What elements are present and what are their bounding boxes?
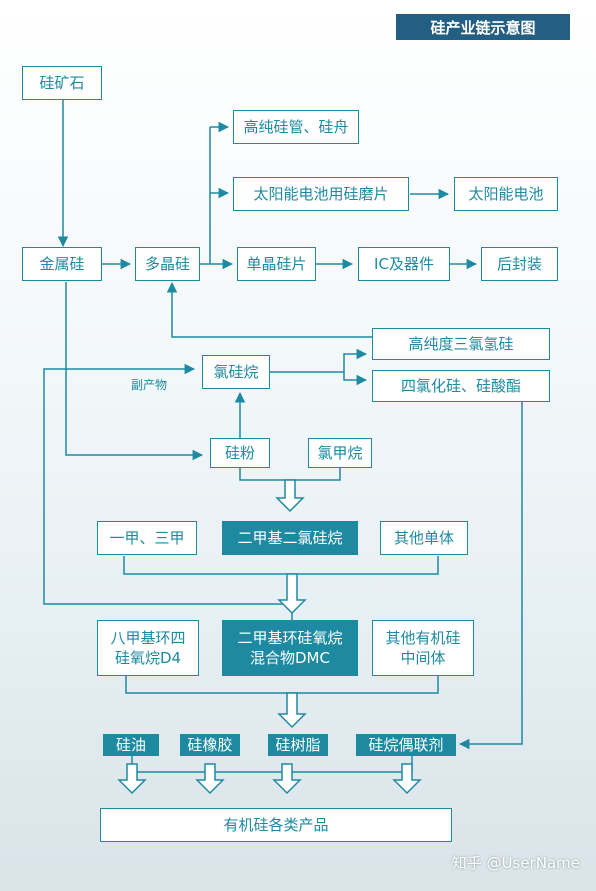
page-title: 硅产业链示意图	[396, 14, 570, 40]
hollow-arrow-reactants	[275, 479, 305, 513]
hollow-arrow-rubber	[195, 763, 225, 795]
node-other-intermediate: 其他有机硅 中间体	[372, 620, 474, 676]
hollow-arrow-oil	[117, 763, 147, 795]
node-sicl4: 四氯化硅、硅酸酯	[372, 370, 550, 402]
node-dmc: 二甲基环硅氧烷 混合物DMC	[222, 620, 358, 676]
node-metal-si: 金属硅	[22, 247, 102, 281]
arrow-sicl4-coupling	[458, 402, 523, 750]
node-mono-tri: 一甲、三甲	[97, 521, 197, 555]
connector-products	[131, 755, 413, 773]
connector-monomers	[123, 556, 439, 575]
node-dmdcs: 二甲基二氯硅烷	[222, 521, 358, 555]
node-ic: IC及器件	[358, 247, 450, 281]
byproduct-label: 副产物	[131, 378, 168, 392]
hollow-arrow-intermediates	[277, 692, 307, 729]
node-chloromethane: 氯甲烷	[308, 438, 372, 468]
watermark: 知乎 @UserName	[451, 854, 580, 872]
node-silicone-oil: 硅油	[103, 734, 159, 756]
arrow-metal-powder	[65, 282, 204, 461]
node-chlorosilane: 氯硅烷	[202, 355, 270, 389]
node-silicone-resin: 硅树脂	[268, 734, 328, 756]
arrow-tcs-poly	[166, 281, 372, 338]
hollow-arrow-monomers	[277, 573, 307, 615]
node-other-monomer: 其他单体	[380, 521, 468, 555]
hollow-arrow-resin	[272, 763, 302, 795]
hollow-arrow-coupling	[392, 763, 422, 795]
node-products: 有机硅各类产品	[100, 808, 452, 842]
node-silane-coupling: 硅烷偶联剂	[356, 734, 456, 756]
node-d4: 八甲基环四 硅氧烷D4	[97, 620, 199, 676]
node-solar-cell: 太阳能电池	[454, 177, 558, 211]
connector-intermediates	[125, 676, 439, 694]
node-poly-si: 多晶硅	[135, 247, 200, 281]
node-ore: 硅矿石	[22, 66, 102, 100]
arrow-byproduct	[43, 363, 293, 620]
arrow-chlorosilane-tcs	[343, 348, 368, 372]
node-si-powder: 硅粉	[210, 438, 270, 468]
node-packaging: 后封装	[481, 247, 558, 281]
node-mono-wafer: 单晶硅片	[237, 247, 316, 281]
node-silicone-rubber: 硅橡胶	[180, 734, 240, 756]
arrow-chlorosilane-sicl4	[343, 372, 368, 386]
connector-reactants	[239, 468, 341, 481]
node-tcs: 高纯度三氯氢硅	[372, 328, 550, 360]
node-solar-wafer: 太阳能电池用硅磨片	[233, 177, 409, 211]
node-hp-tube: 高纯硅管、硅舟	[233, 110, 359, 144]
